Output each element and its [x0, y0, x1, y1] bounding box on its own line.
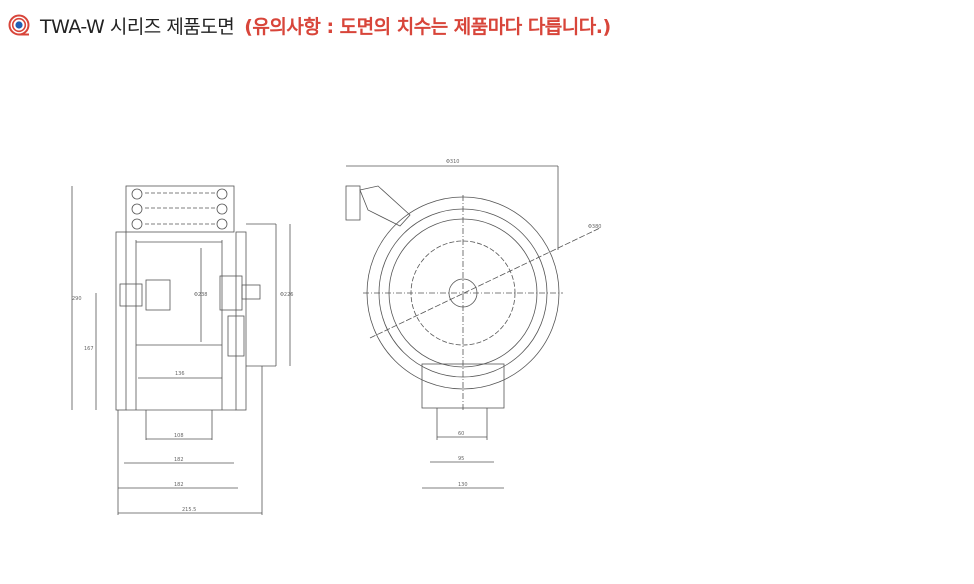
dim-inner-width: 136	[175, 371, 185, 377]
dim-side-base-outer: 130	[458, 482, 468, 488]
dim-top-width: Φ310	[446, 159, 459, 165]
dim-right-height: Φ226	[280, 292, 293, 298]
page-title: TWA-W 시리즈 제품도면	[40, 15, 235, 38]
dim-base-outer: 182	[174, 482, 184, 488]
dim-total-width: 215.5	[182, 507, 196, 513]
dim-diameter: Φ380	[588, 224, 601, 230]
hose-reel-logo-icon	[8, 14, 30, 36]
dim-base-hole: 108	[174, 433, 184, 439]
dim-side-base-hole: 60	[458, 431, 464, 437]
front-view-drawing	[71, 185, 291, 515]
side-view-drawing	[345, 165, 601, 489]
notice-text: (유의사항 : 도면의 치수는 제품마다 다릅니다.)	[244, 15, 611, 38]
dim-height-center: 167	[84, 346, 94, 352]
dim-height-total: 290	[72, 296, 82, 302]
page-header: TWA-W 시리즈 제품도면 (유의사항 : 도면의 치수는 제품마다 다릅니다…	[8, 10, 611, 40]
dim-base-inner: 182	[174, 457, 184, 463]
dim-drum-dia: Φ238	[194, 292, 207, 298]
dim-side-base-inner: 95	[458, 456, 464, 462]
